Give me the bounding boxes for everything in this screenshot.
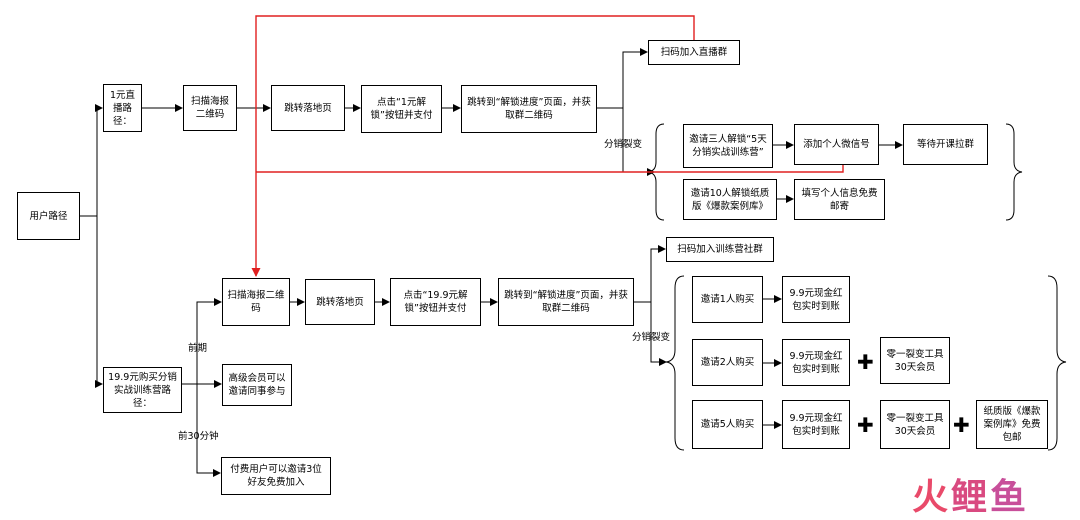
paid-invite-node: 付费用户可以邀请3位好友免费加入 xyxy=(221,457,331,495)
plus-icon: ✚ xyxy=(857,350,874,374)
reward-5c-node: 纸质版《爆款案例库》免费包邮 xyxy=(976,400,1048,449)
user-path-node: 用户路径 xyxy=(17,192,80,240)
landing-1-node: 跳转落地页 xyxy=(271,85,345,131)
plus-icon: ✚ xyxy=(953,413,970,437)
unlock-progress-2-node: 跳转到“解锁进度”页面，并获取群二维码 xyxy=(498,278,634,326)
early-label: 前期 xyxy=(188,343,208,354)
vip-invite-node: 高级会员可以邀请同事参与 xyxy=(222,364,292,406)
reward-2b-node: 零一裂变工具30天会员 xyxy=(880,337,950,384)
first30-label: 前30分钟 xyxy=(178,431,219,442)
invite-5-node: 邀请5人购买 xyxy=(692,400,763,449)
brand-logo: 火鲤鱼 xyxy=(912,468,1029,520)
invite-1-node: 邀请1人购买 xyxy=(692,276,763,323)
landing-2-node: 跳转落地页 xyxy=(305,279,375,325)
invite3-node: 邀请三人解锁“5天分销实战训练营” xyxy=(683,124,773,168)
click-unlock-2-node: 点击“19.9元解锁”按钮并支付 xyxy=(390,278,481,326)
logo-part-1: 火 xyxy=(912,477,952,518)
add-wechat-node: 添加个人微信号 xyxy=(794,124,879,165)
unlock-progress-1-node: 跳转到“解锁进度”页面，并获取群二维码 xyxy=(461,85,597,133)
scan-poster-2-node: 扫描海报二维码 xyxy=(222,278,290,326)
logo-part-2: 鲤 xyxy=(951,477,991,518)
join-live-group-node: 扫码加入直播群 xyxy=(648,40,740,65)
fission-label-2: 分销裂变 xyxy=(632,332,671,343)
reward-5b-node: 零一裂变工具30天会员 xyxy=(880,400,950,449)
fill-info-node: 填写个人信息免费邮寄 xyxy=(794,179,885,220)
join-camp-group-node: 扫码加入训练营社群 xyxy=(666,237,774,262)
scan-poster-1-node: 扫描海报二维码 xyxy=(183,85,237,131)
path1-label-node: 1元直播路径： xyxy=(103,84,142,132)
invite10-node: 邀请10人解锁纸质版《爆款案例库》 xyxy=(683,179,777,220)
click-unlock-1-node: 点击“1元解锁”按钮并支付 xyxy=(361,85,442,133)
fission-label-1: 分销裂变 xyxy=(604,139,643,150)
logo-part-3: 鱼 xyxy=(990,477,1030,518)
reward-2a-node: 9.9元现金红包实时到账 xyxy=(782,339,850,386)
wait-class-node: 等待开课拉群 xyxy=(903,124,988,165)
reward-1-node: 9.9元现金红包实时到账 xyxy=(782,276,850,323)
path2-label-node: 19.9元购买分销实战训练营路径： xyxy=(103,367,182,413)
reward-5a-node: 9.9元现金红包实时到账 xyxy=(782,400,850,449)
invite-2-node: 邀请2人购买 xyxy=(692,339,763,386)
plus-icon: ✚ xyxy=(857,413,874,437)
